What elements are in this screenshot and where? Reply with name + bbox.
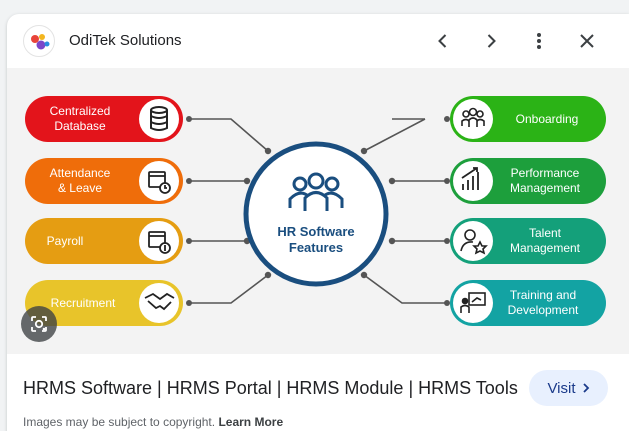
pill-label-line2: Management xyxy=(510,181,581,195)
pill-label-line1: Performance xyxy=(511,166,580,180)
pill-onboarding: Onboarding xyxy=(450,96,606,142)
pill-label-line1: Payroll xyxy=(47,234,84,248)
center-title-line2: Features xyxy=(289,240,343,255)
pill-label-line1: Attendance xyxy=(50,166,111,180)
pill-label-line2: Management xyxy=(510,241,581,255)
hr-features-infographic: HR Software Features Centralized Databas… xyxy=(25,96,606,326)
pill-label-line2: & Leave xyxy=(58,181,102,195)
pill-label-line1: Onboarding xyxy=(516,112,579,126)
people-group-icon xyxy=(288,172,344,211)
growth-chart-icon xyxy=(461,167,479,190)
chevron-left-icon[interactable] xyxy=(429,27,457,55)
pill-label-line1: Talent xyxy=(529,226,562,240)
chevron-right-icon xyxy=(582,383,589,393)
pill-label-line2: Database xyxy=(54,119,106,133)
pill-payroll: Payroll xyxy=(25,218,183,264)
calendar-clock-icon xyxy=(148,171,171,194)
team-icon xyxy=(461,107,485,127)
panel-header: OdiTek Solutions xyxy=(7,14,629,68)
right-feature-pills: Onboarding Performance Management xyxy=(450,96,606,326)
connector-dots xyxy=(186,116,450,306)
handshake-icon xyxy=(144,292,175,311)
pill-talent-management: Talent Management xyxy=(450,218,606,264)
lens-icon[interactable] xyxy=(21,306,57,342)
visit-button[interactable]: Visit xyxy=(529,370,608,406)
preview-image[interactable]: HR Software Features Centralized Databas… xyxy=(7,68,629,354)
pill-training-development: Training and Development xyxy=(450,280,606,326)
copyright-text: Images may be subject to copyright. xyxy=(23,415,216,429)
left-feature-pills: Centralized Database Attendance & Leave xyxy=(25,96,183,326)
pill-label-line2: Development xyxy=(508,303,579,317)
pill-attendance-leave: Attendance & Leave xyxy=(25,158,183,204)
visit-label: Visit xyxy=(547,379,576,397)
person-star-icon xyxy=(460,229,488,255)
site-name[interactable]: OdiTek Solutions xyxy=(69,32,182,49)
connector-lines xyxy=(189,118,447,304)
image-preview-panel: OdiTek Solutions xyxy=(7,14,629,431)
pill-label-line1: Training and xyxy=(510,288,576,302)
presentation-icon xyxy=(460,292,486,313)
more-vert-icon[interactable] xyxy=(525,27,553,55)
pill-label-line1: Recruitment xyxy=(51,296,116,310)
center-title-line1: HR Software xyxy=(277,224,354,239)
result-title[interactable]: HRMS Software | HRMS Portal | HRMS Modul… xyxy=(23,378,518,398)
oditek-logo-icon[interactable] xyxy=(23,25,55,57)
copyright-notice: Images may be subject to copyright. Lear… xyxy=(23,415,283,429)
pill-label-line1: Centralized xyxy=(50,104,111,118)
pill-performance-management: Performance Management xyxy=(450,158,606,204)
close-icon[interactable] xyxy=(573,27,601,55)
calendar-money-icon xyxy=(148,231,171,254)
database-icon xyxy=(150,106,168,131)
pill-recruitment: Recruitment xyxy=(25,280,183,326)
learn-more-link[interactable]: Learn More xyxy=(218,415,284,429)
pill-centralized-database: Centralized Database xyxy=(25,96,183,142)
chevron-right-icon[interactable] xyxy=(477,27,505,55)
center-hub: HR Software Features xyxy=(243,141,389,287)
